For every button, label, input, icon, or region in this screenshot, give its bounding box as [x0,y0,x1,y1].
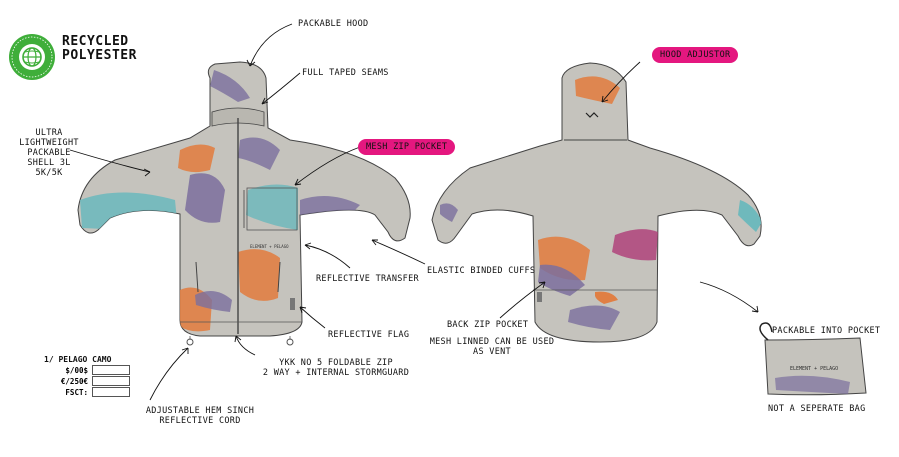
hood-adjustor-toggle [585,112,599,118]
globe-icon [11,36,53,78]
back-camo-pattern [440,76,762,330]
spec-value-box[interactable] [92,376,130,386]
leader-lines [69,23,759,401]
ultra-line-2: LIGHTWEIGHT [19,138,79,148]
ultra-line-5: 5K/5K [35,168,63,178]
callout-packable-hood: PACKABLE HOOD [298,19,369,29]
front-brand-label: ELEMENT + PELAGO [250,244,289,249]
callout-full-taped-seams: FULL TAPED SEAMS [302,68,389,78]
callout-reflective-transfer: REFLECTIVE TRANSFER [316,274,419,284]
ultra-line-1: ULTRA [35,128,63,138]
spec-table: 1/ PELAGO CAMO $/00$ €/250€ FSCT: [36,355,130,397]
hem-line-1: ADJUSTABLE HEM SINCH [145,406,255,416]
spec-title: 1/ PELAGO CAMO [44,355,112,364]
spec-value-box[interactable] [92,365,130,375]
bag-brand-label: ELEMENT + PELAGO [790,366,839,372]
ultra-line-4: SHELL 3L [27,158,71,168]
callout-mesh-vent: MESH LINNED CAN BE USED AS VENT [422,337,562,357]
callout-mesh-zip-pocket: MESH ZIP POCKET [358,139,456,155]
title-line-1: RECYCLED [62,34,129,49]
spec-row: €/250€ [36,376,130,386]
spec-row: FSCT: [36,387,130,397]
callout-hood-adjustor: HOOD ADJUSTOR [652,47,739,63]
callout-back-zip-pocket: BACK ZIP POCKET [447,320,529,330]
pocket-pouch [759,322,867,396]
spec-value-box[interactable] [92,387,130,397]
reflective-flag-tab [290,298,295,310]
callout-hem-sinch: ADJUSTABLE HEM SINCH REFLECTIVE CORD [140,406,260,426]
spec-key: €/250€ [60,376,88,386]
spec-row: $/00$ [36,365,130,375]
spec-key: $/00$ [65,365,88,375]
callout-elastic-cuffs: ELASTIC BINDED CUFFS [427,266,536,276]
ykk-line-1: YKK NO 5 FOLDABLE ZIP [279,358,393,368]
callout-reflective-flag: REFLECTIVE FLAG [328,330,410,340]
back-jacket-body [431,62,762,343]
callout-packable-pocket: PACKABLE INTO POCKET [772,326,881,336]
mesh-zip-pocket-outline [246,187,298,231]
callout-ykk-zip: YKK NO 5 FOLDABLE ZIP 2 WAY + INTERNAL S… [256,358,416,378]
back-jacket [431,62,762,343]
recycled-polyester-title: RECYCLED POLYESTER [62,35,137,63]
vent-line-1: MESH LINNED CAN BE USED [429,337,555,347]
ultra-line-3: PACKABLE [27,148,71,158]
callout-ultra-shell: ULTRA LIGHTWEIGHT PACKABLE SHELL 3L 5K/5… [18,128,80,178]
recycled-badge [9,34,55,80]
title-line-2: POLYESTER [62,48,137,63]
spec-key: FSCT: [65,387,88,397]
ykk-line-2: 2 WAY + INTERNAL STORMGUARD [262,368,410,378]
hem-line-2: REFLECTIVE CORD [159,416,241,426]
pouch-loop [759,322,773,341]
front-jacket [77,61,411,346]
callout-not-separate-bag: NOT A SEPERATE BAG [768,404,866,414]
vent-line-2: AS VENT [473,347,511,357]
